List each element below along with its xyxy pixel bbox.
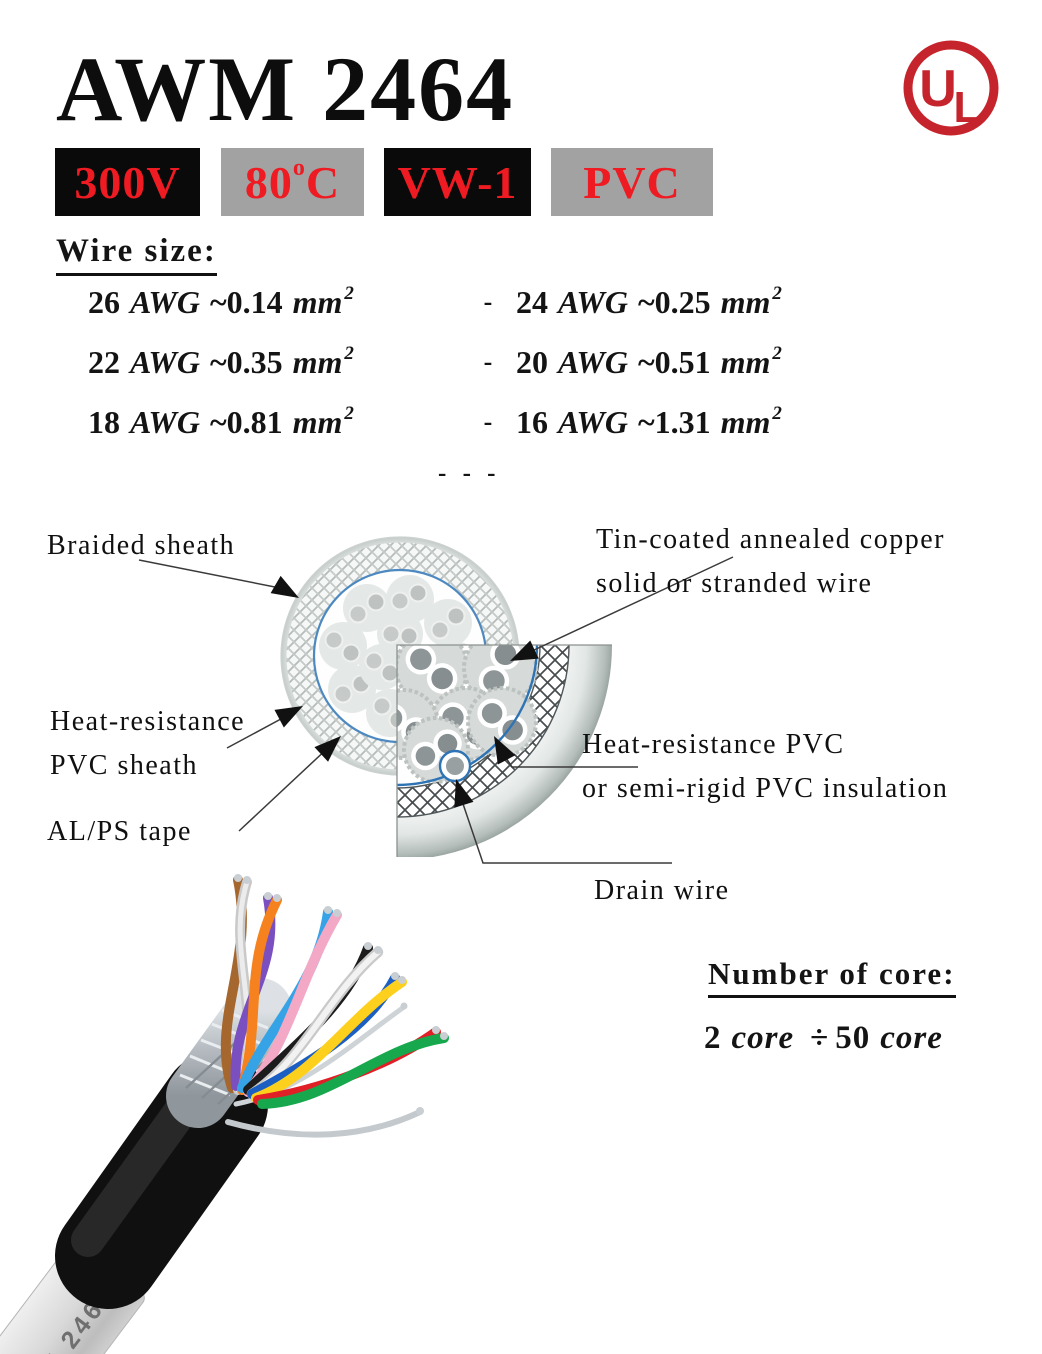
badge-flame-label: VW-1 xyxy=(397,156,518,208)
column-separator-dash: - xyxy=(483,347,493,376)
core-count-max: 50 xyxy=(835,1020,871,1056)
al-ps-tape-callout-line xyxy=(238,745,331,832)
pair-red-green xyxy=(253,1027,449,1109)
magnified-insulated-pairs xyxy=(397,645,538,784)
badge-temp-value: 80 xyxy=(244,156,293,208)
ul-logo-letter-u: U xyxy=(919,60,957,118)
badge-material: PVC xyxy=(551,148,713,216)
braided-sheath-callout-line xyxy=(138,559,286,590)
al-ps-tape-arrow xyxy=(314,736,341,762)
divide-symbol: ÷ xyxy=(810,1020,830,1056)
badge-material-label: PVC xyxy=(583,156,681,208)
badge-voltage-label: 300V xyxy=(74,156,181,208)
braided-sheath-arrow xyxy=(270,575,299,598)
pair-purple-orange xyxy=(230,893,282,1095)
label-heat-sheath-line2: PVC sheath xyxy=(50,750,198,781)
label-braided-sheath: Braided sheath xyxy=(47,530,236,561)
magnified-view-border xyxy=(396,644,612,857)
label-insulation: Heat-resistance PVC or semi-rigid PVC in… xyxy=(582,723,948,811)
twisted-wire-pairs xyxy=(220,874,449,1115)
label-insulation-line2: or semi-rigid PVC insulation xyxy=(582,773,949,804)
ul-logo-letter-l: L xyxy=(954,83,981,132)
drain-wire-callout-line xyxy=(458,791,672,864)
wire-size-heading: Wire size: xyxy=(56,233,217,276)
heat-sheath-arrow xyxy=(274,706,303,728)
cable-photo: AWM 2464 xyxy=(0,874,449,1354)
label-tin-coated-line1: Tin-coated annealed copper xyxy=(596,524,945,555)
page-title: AWM 2464 xyxy=(56,38,515,140)
cable-cross-section-diagram xyxy=(138,536,734,864)
insulation-arrow xyxy=(494,736,516,765)
drain-wire-strand xyxy=(225,1109,423,1138)
label-heat-sheath-line1: Heat-resistance xyxy=(50,706,246,737)
badge-temp-unit: C xyxy=(305,156,341,208)
badge-flame-rating: VW-1 xyxy=(384,148,531,216)
pair-blue-yellow xyxy=(247,973,407,1103)
callout-arrows xyxy=(270,575,539,808)
core-word: core xyxy=(880,1020,943,1056)
label-heat-resistance-sheath: Heat-resistance PVC sheath xyxy=(50,700,245,788)
badge-voltage: 300V xyxy=(55,148,200,216)
label-tin-coated-line2: solid or stranded wire xyxy=(596,568,873,599)
drain-wire-arrow xyxy=(454,779,474,808)
tin-coated-arrow xyxy=(510,640,539,661)
ellipsis-dashes: - - - xyxy=(438,460,501,487)
ul-logo: U L xyxy=(903,40,999,136)
label-tin-coated-copper: Tin-coated annealed copper solid or stra… xyxy=(596,518,945,606)
label-al-ps-tape: AL/PS tape xyxy=(47,816,192,847)
core-count-min: 2 xyxy=(704,1020,722,1056)
wire-tips xyxy=(234,874,448,1115)
number-of-core-heading: Number of core: xyxy=(708,956,956,998)
label-drain-wire: Drain wire xyxy=(594,875,730,906)
label-insulation-line1: Heat-resistance PVC xyxy=(582,729,845,760)
column-separator-dash: - xyxy=(483,287,493,316)
drain-wire-dot xyxy=(443,754,467,778)
column-separator-dash: - xyxy=(483,407,493,436)
tin-coated-callout-line xyxy=(516,556,734,659)
core-word: core xyxy=(731,1020,795,1056)
ul-logo-ring xyxy=(903,40,999,136)
